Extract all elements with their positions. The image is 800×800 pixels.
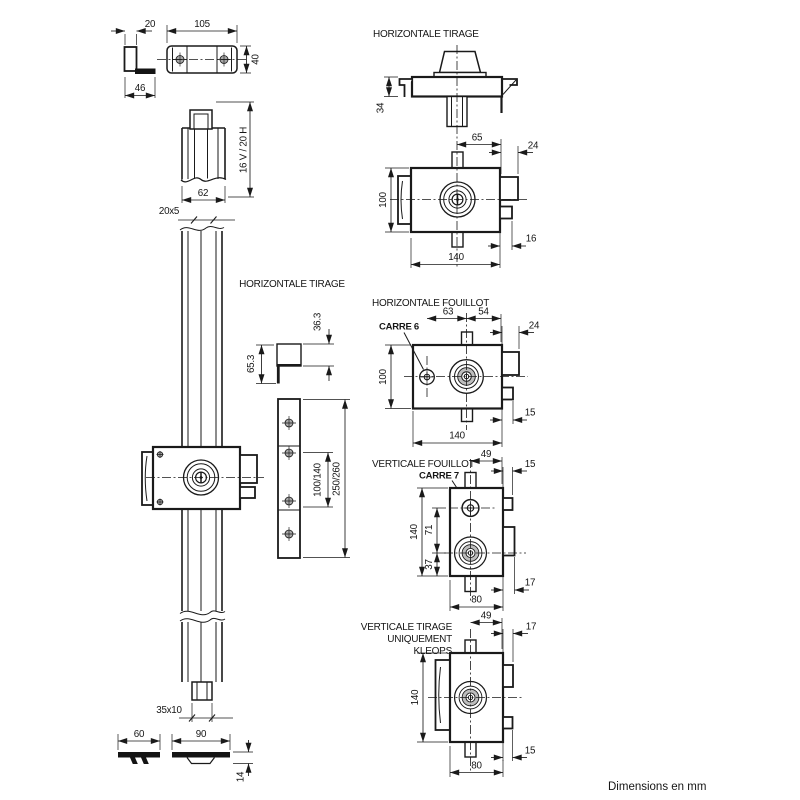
lock-top-view: 34 bbox=[376, 50, 518, 128]
dim-plate-t: 14 bbox=[236, 771, 247, 782]
rod-foot-dimension: 35x10 bbox=[156, 703, 233, 722]
dim-lock3-d: 17 bbox=[525, 578, 535, 589]
dim-strip-a: 100/140 bbox=[313, 462, 324, 496]
main-lock-body bbox=[141, 445, 264, 511]
dim-lock3-a: 15 bbox=[525, 459, 536, 470]
keeper-plate bbox=[157, 45, 247, 74]
lock4-verticale-tirage: 49 17 140 15 80 bbox=[410, 611, 536, 777]
rod-top-profile bbox=[180, 109, 227, 183]
bracket-width-dimension: 20 bbox=[111, 19, 156, 45]
rod-profile-dimensions: 62 16 V / 20 H 20x5 bbox=[159, 101, 254, 224]
dim-plate-b: 90 bbox=[196, 729, 207, 740]
keeper-dimensions: 105 40 46 bbox=[124, 19, 262, 99]
dim-lock1-c: 16 bbox=[526, 234, 537, 245]
units-note: Dimensions en mm bbox=[608, 781, 706, 793]
dim-lock4-w: 80 bbox=[471, 761, 482, 772]
dim-rod-width: 62 bbox=[198, 188, 208, 199]
lock1-horizontale-tirage: 65 24 100 16 140 bbox=[378, 45, 539, 268]
dim-rod-foot: 35x10 bbox=[156, 705, 182, 716]
dim-lock4-top: 49 bbox=[481, 611, 491, 622]
view4-title-line1: VERTICALE TIRAGE bbox=[361, 622, 453, 633]
dim-lock1-b: 24 bbox=[528, 141, 539, 152]
vertical-rod bbox=[179, 226, 226, 701]
corner-bracket-side-view bbox=[123, 46, 156, 74]
dim-lock3-top: 49 bbox=[481, 449, 491, 460]
lock3-verticale-fouillot: 49 15 140 71 37 17 80 bbox=[409, 449, 536, 611]
angle-profile: 36.3 65.3 bbox=[246, 312, 334, 384]
dim-keeper-width: 105 bbox=[194, 19, 210, 30]
mounting-strip: 100/140 250/260 bbox=[277, 398, 350, 559]
lock2-horizontale-fouillot: 63 54 24 CARRE 6 100 15 140 bbox=[378, 307, 540, 447]
left-assembly-title: HORIZONTALE TIRAGE bbox=[239, 279, 345, 290]
strip-holes bbox=[282, 416, 296, 541]
dim-lock4-h: 140 bbox=[410, 689, 421, 705]
view1-title: HORIZONTALE TIRAGE bbox=[373, 29, 479, 40]
view3-title: VERTICALE FOUILLOT bbox=[372, 459, 475, 470]
dim-strip-b: 250/260 bbox=[332, 461, 343, 495]
dim-view1-depth: 34 bbox=[376, 102, 387, 113]
dim-lock3-b: 71 bbox=[424, 525, 435, 535]
view4-title-line2: UNIQUEMENT bbox=[387, 634, 452, 645]
dim-lock1-a: 65 bbox=[472, 133, 483, 144]
dim-angle-b: 65.3 bbox=[246, 354, 257, 373]
dim-lock4-a: 17 bbox=[526, 622, 536, 633]
label-carre7: CARRE 7 bbox=[419, 471, 459, 482]
dim-lock4-b: 15 bbox=[525, 746, 536, 757]
dim-lock2-w: 140 bbox=[449, 431, 465, 442]
view4-title-line3: KLEOPS bbox=[413, 646, 452, 657]
dim-rod-section: 20x5 bbox=[159, 206, 180, 217]
dim-bracket-base: 46 bbox=[135, 83, 146, 94]
dim-lock2-c: 24 bbox=[529, 321, 540, 332]
bottom-plate-large: 90 14 bbox=[171, 729, 253, 782]
dim-lock3-c: 37 bbox=[424, 559, 435, 569]
bottom-plate-small: 60 bbox=[117, 729, 161, 764]
dim-lock1-w: 140 bbox=[448, 252, 464, 263]
dim-rod-spec: 16 V / 20 H bbox=[239, 127, 250, 173]
dim-keeper-height: 40 bbox=[251, 54, 262, 65]
dim-lock2-h: 100 bbox=[378, 368, 389, 384]
dim-lock1-h: 100 bbox=[378, 191, 389, 207]
dim-lock2-a: 63 bbox=[443, 307, 454, 318]
dim-angle-a: 36.3 bbox=[313, 312, 324, 331]
label-carre6: CARRE 6 bbox=[379, 322, 419, 333]
dim-bracket-width: 20 bbox=[145, 19, 156, 30]
dim-plate-a: 60 bbox=[134, 729, 145, 740]
dim-lock3-h: 140 bbox=[409, 523, 420, 539]
dim-lock2-d: 15 bbox=[525, 408, 536, 419]
dim-lock2-b: 54 bbox=[478, 307, 489, 318]
view2-title: HORIZONTALE FOUILLOT bbox=[372, 298, 489, 309]
dim-lock3-w: 80 bbox=[471, 595, 482, 606]
